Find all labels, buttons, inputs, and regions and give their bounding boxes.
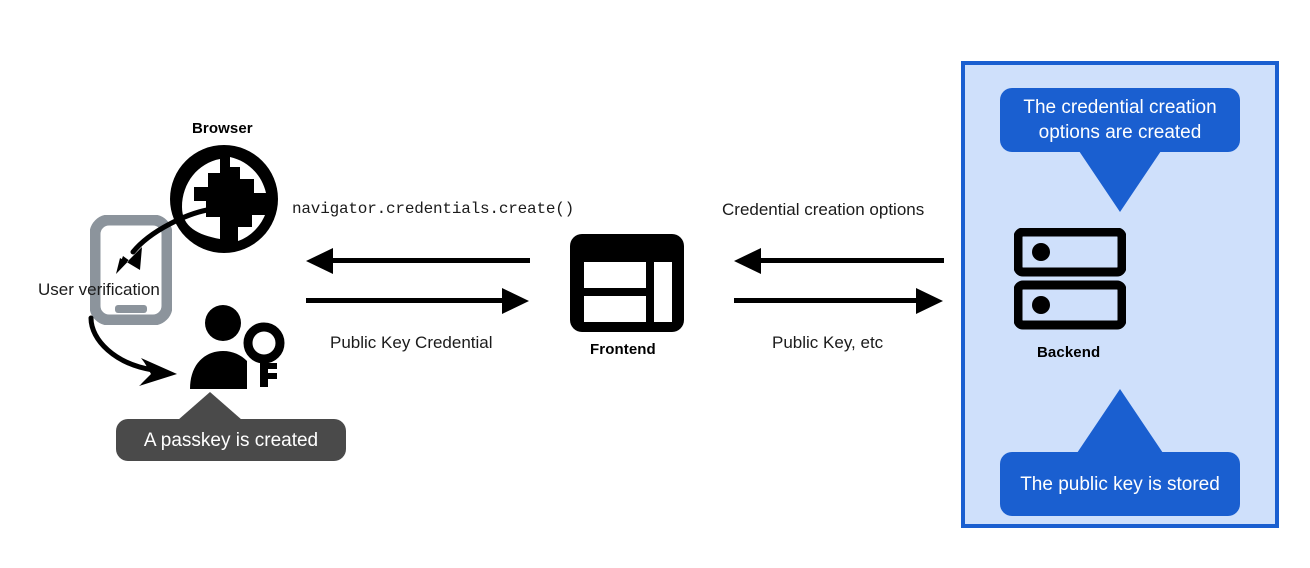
arrow-head-left-icon: [306, 248, 333, 274]
passkey-tooltip-tail: [178, 392, 242, 420]
credential-creation-options-label: Credential creation options: [722, 200, 925, 219]
callout-tail-bottom: [1077, 389, 1163, 453]
browser-label: Browser: [192, 120, 253, 137]
arrow-head-left-icon: [734, 248, 761, 274]
server-stack-icon: [1014, 228, 1126, 330]
frontend-label: Frontend: [590, 341, 656, 358]
mobile-phone-icon: [90, 215, 172, 325]
arrow-shaft: [330, 258, 530, 263]
arrow-head-right-icon: [502, 288, 529, 314]
arrow-shaft: [734, 298, 920, 303]
arrow-device-to-user: [75, 312, 205, 392]
arrow-shaft: [306, 298, 506, 303]
user-with-key-icon: [190, 305, 290, 391]
arrow-browser-to-device: [95, 200, 215, 290]
public-key-etc-label: Public Key, etc: [772, 333, 884, 352]
user-verification-label: User verification: [38, 280, 160, 299]
public-key-credential-label: Public Key Credential: [330, 333, 493, 352]
layout-window-icon: [568, 232, 686, 334]
globe-icon: [168, 143, 280, 255]
callout-public-key-stored: The public key is stored: [1000, 452, 1240, 516]
arrow-head-right-icon: [916, 288, 943, 314]
callout-credential-options: The credential creation options are crea…: [1000, 88, 1240, 152]
navigator-credentials-create-label: navigator.credentials.create(): [292, 200, 575, 218]
backend-label: Backend: [1037, 344, 1101, 361]
callout-tail-top: [1077, 148, 1163, 212]
passkey-tooltip: A passkey is created: [116, 419, 346, 461]
arrow-shaft: [758, 258, 944, 263]
